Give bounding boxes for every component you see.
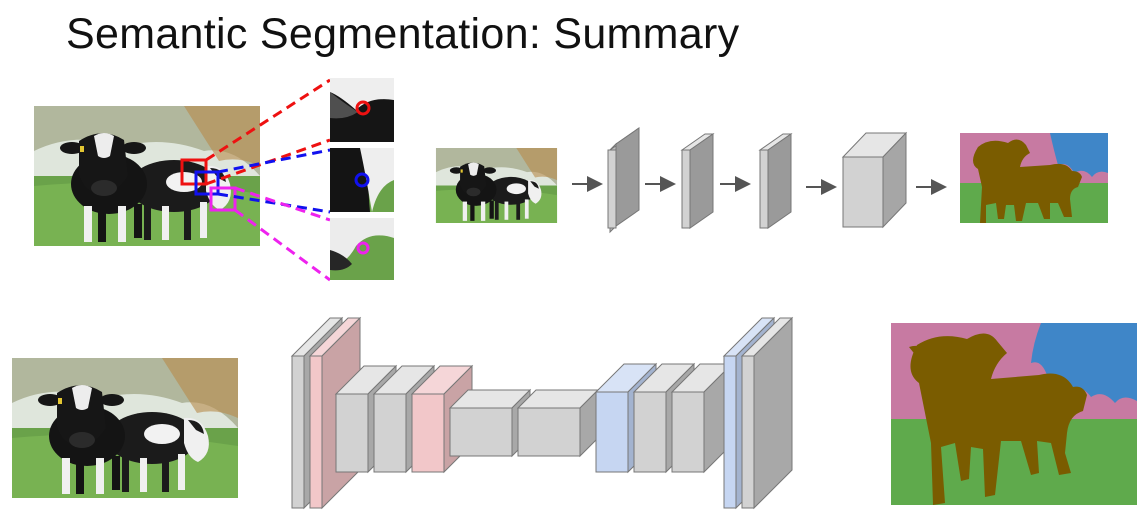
patch-connector-lines <box>205 78 331 282</box>
encdec-network <box>290 316 794 510</box>
encdec-input-photo <box>12 358 238 498</box>
fcn-output-volume <box>841 131 908 229</box>
fcn-layer-3 <box>758 133 793 229</box>
fcn-arrows <box>572 176 947 195</box>
encdec-layer-out-2 <box>740 316 794 510</box>
encdec-output-segmentation <box>891 323 1137 505</box>
fcn-output-segmentation <box>960 133 1108 223</box>
fcn-layer-1 <box>607 127 640 234</box>
fcn-layer-2 <box>680 133 715 229</box>
patch-crop-red <box>330 78 394 142</box>
encdec-bottleneck-2 <box>516 388 600 458</box>
fcn-input-photo <box>435 148 558 223</box>
patch-crop-magenta <box>330 218 394 280</box>
fcn-layers <box>607 127 908 234</box>
patch-input-photo <box>34 106 260 246</box>
patch-box-blue <box>194 170 220 196</box>
patch-box-magenta <box>209 186 237 212</box>
patch-crop-blue <box>330 148 394 212</box>
page-title: Semantic Segmentation: Summary <box>66 10 740 58</box>
